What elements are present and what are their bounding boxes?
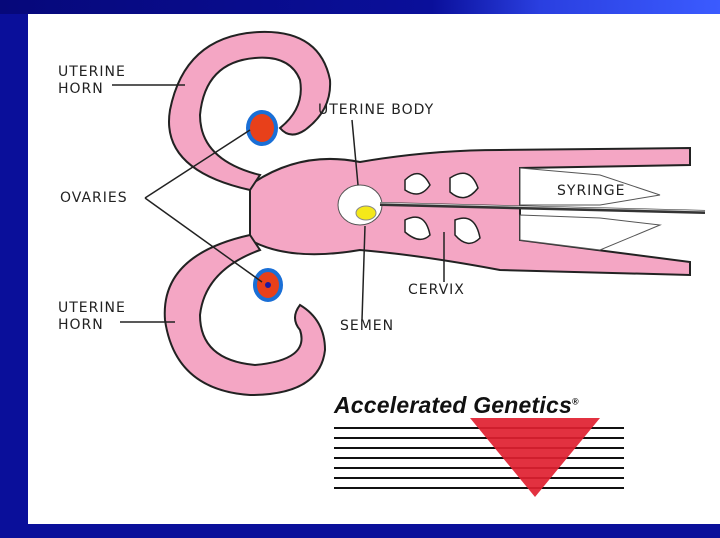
- label-syringe: SYRINGE: [557, 183, 625, 200]
- registered-mark: ®: [572, 396, 579, 406]
- label-uterine-horn-bottom: UTERINE HORN: [58, 300, 148, 334]
- label-ovaries: OVARIES: [60, 190, 128, 207]
- label-cervix: CERVIX: [408, 282, 465, 299]
- lower-horn-shape: [165, 235, 325, 395]
- label-semen: SEMEN: [340, 318, 394, 335]
- semen-drop: [356, 206, 376, 220]
- ovary-top: [248, 112, 276, 144]
- logo-name: Accelerated Genetics: [334, 392, 572, 418]
- company-logo: Accelerated Genetics®: [334, 392, 579, 419]
- label-uterine-horn-top: UTERINE HORN: [58, 64, 148, 98]
- label-uterine-body: UTERINE BODY: [318, 102, 434, 119]
